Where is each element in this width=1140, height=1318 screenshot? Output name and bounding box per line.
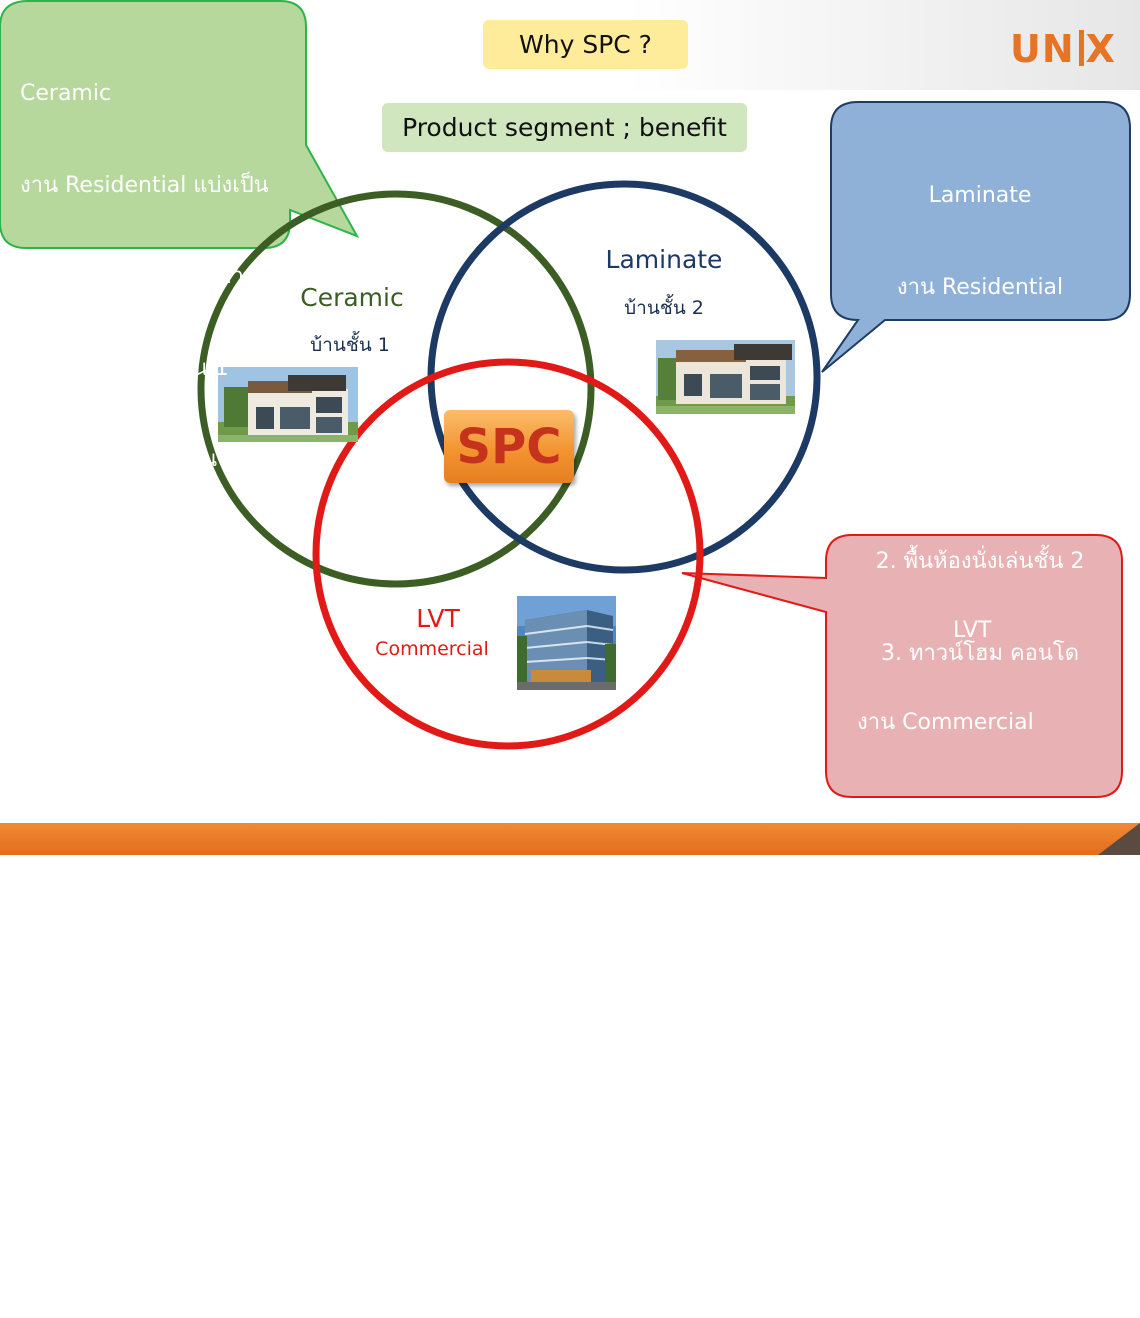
- footer-corner-triangle: [1098, 823, 1140, 855]
- page-title: Why SPC ?: [483, 20, 688, 69]
- laminate-callout-line: 3. ทาวน์โฮม คอนโด: [880, 640, 1080, 666]
- ceramic-callout-line: 2. พื้นห้องนั่งเล่นชั้น 1: [20, 355, 229, 381]
- lvt-callout-line: 1. Office Building: [849, 801, 1038, 826]
- ceramic-callout-text: Ceramic งาน Residential แบ่งเป็น 1. พื้น…: [20, 18, 269, 689]
- logo-bar: [1078, 30, 1084, 66]
- logo-text-left: UN: [1010, 27, 1075, 71]
- ceramic-callout-line: 4. บริเวณบันได: [20, 630, 169, 655]
- laminate-label: Laminate: [605, 245, 723, 274]
- house-image-1: [218, 367, 358, 442]
- lvt-callout-line: งาน Commercial: [857, 709, 1034, 735]
- laminate-callout-line: 2. พื้นห้องนั่งเล่นชั้น 2: [875, 549, 1085, 574]
- laminate-callout-line: แบ่งเป็น: [942, 366, 1018, 391]
- lvt-label: LVT: [416, 604, 460, 633]
- laminate-callout-bubble: [821, 101, 1131, 373]
- ceramic-callout-line: 1. พื้นทางเดินภายในบ้าน: [20, 264, 259, 289]
- laminate-callout-text: Laminate งาน Residential แบ่งเป็น 1. พื้…: [840, 120, 1120, 700]
- venn-diagram: [0, 0, 1131, 798]
- ceramic-label: Ceramic: [300, 283, 404, 312]
- logo-text-right: X: [1085, 27, 1116, 71]
- ceramic-sublabel: บ้านชั้น 1: [310, 334, 390, 356]
- page-subtitle: Product segment ; benefit: [382, 103, 747, 152]
- laminate-sublabel: บ้านชั้น 2: [624, 297, 704, 319]
- lvt-circle: [312, 358, 704, 750]
- lvt-callout-text: LVT งาน Commercial 1. Office Building 2.…: [849, 555, 1037, 1318]
- ceramic-circle: [197, 190, 595, 588]
- house-image-2: [656, 340, 795, 414]
- ceramic-callout-line: น้ำ (ห้องครัว ห้องน้ำ): [20, 538, 222, 564]
- laminate-callout-line: 1. พื้นห้องนอนชั้น 2: [884, 457, 1076, 483]
- ceramic-callout-line: งาน Residential แบ่งเป็น: [20, 172, 269, 198]
- lvt-callout-line: 1. บ้านชั้น 1: [849, 1167, 984, 1192]
- laminate-callout-line: Laminate: [928, 183, 1032, 208]
- lvt-callout-line: LVT: [953, 618, 992, 643]
- ceramic-callout-line: 3. พื้นที่โดนความชื้นโดน: [20, 447, 259, 472]
- ceramic-callout-line: Ceramic: [20, 81, 112, 106]
- lvt-callout-line: 3. Hotel: [849, 984, 936, 1009]
- footer-bar: [0, 823, 1140, 855]
- spc-center-badge: SPC: [444, 410, 574, 483]
- laminate-callout-line: งาน Residential: [896, 274, 1064, 300]
- lvt-callout-line: 2. บ้านชั้น 2: [849, 1258, 984, 1284]
- ceramic-callout-bubble: [0, 0, 360, 249]
- building-image: [517, 596, 616, 690]
- lvt-callout-bubble: [681, 534, 1123, 798]
- lvt-sublabel: Commercial: [375, 638, 489, 660]
- lvt-callout-line: 2. ฟิตเนส: [849, 892, 943, 918]
- lvt-callout-line: งาน Residential: [849, 1075, 1016, 1101]
